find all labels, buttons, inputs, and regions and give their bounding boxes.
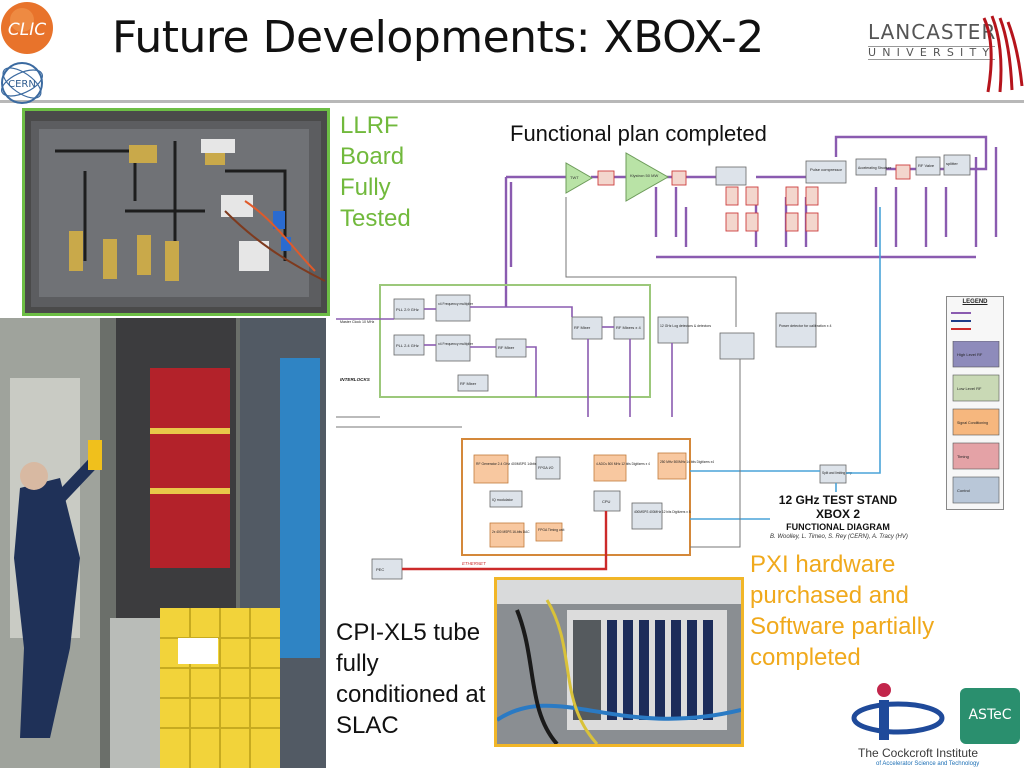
functional-diagram-title: FUNCTIONAL DIAGRAM <box>786 522 890 532</box>
pulse-compressor-label: Pulse compressor <box>810 167 843 172</box>
twt-label: TWT <box>570 175 579 180</box>
llrf-caption: LLRF Board Fully Tested <box>340 112 411 232</box>
interlocks-label: INTERLOCKS <box>340 377 371 382</box>
university-text: UNIVERSITY <box>868 46 996 60</box>
pec-label: PEC <box>376 567 384 572</box>
mixer3-label: RF Mixer <box>574 325 591 330</box>
ethernet-label: ETHERNET <box>462 561 486 566</box>
functional-diagram: TWT Klystron 50 MW Pulse compressor Acce… <box>336 127 1024 587</box>
log-detectors-label: 12 GHz Log detectors & detectors <box>660 324 711 328</box>
master-clock-label: Master Clock 10 MHz <box>340 320 375 324</box>
legend-low-level-rf: Low Level RF <box>957 386 982 391</box>
pxi-caption: PXI hardware purchased and Software part… <box>750 551 935 671</box>
astec-text: ASTeC <box>968 707 1012 723</box>
cockcroft-emblem-icon <box>851 683 945 740</box>
adc2-label: 250 MHz 500MHz 14 bits Digitizers x4 <box>660 460 714 464</box>
test-stand-title-box: 12 GHz TEST STAND XBOX 2 FUNCTIONAL DIAG… <box>770 492 908 546</box>
accelerating-structure-label: Accelerating Structure <box>858 166 891 170</box>
legend-title: LEGEND <box>962 299 988 305</box>
pll1-label: PLL 2.9 GHz <box>396 307 419 312</box>
rf-valve-label: RF Valve <box>918 163 935 168</box>
page-title: Future Developments: XBOX-2 <box>112 12 764 63</box>
klystron-label: Klystron 50 MW <box>630 173 658 178</box>
mixers4-label: RF Mixers x 4 <box>616 325 641 330</box>
fpga2-label: FPGA Timing unit <box>538 528 564 532</box>
cockcroft-institute-logo: The Cockcroft Institute of Accelerator S… <box>848 680 1008 768</box>
pll2-label: PLL 2.4 GHz <box>396 343 419 348</box>
mixer2-label: RF Mixer <box>460 381 477 386</box>
lancaster-crest-icon <box>982 15 1024 93</box>
lancaster-text: LANCASTER <box>868 20 997 44</box>
split-amp-label: Split and limiting amp <box>822 471 853 475</box>
title-divider <box>0 100 1024 103</box>
llrf-board-photo <box>22 108 330 316</box>
adc3-label: 400MSPS 400MHz 12 bits Digitizers x 8 <box>634 510 691 514</box>
legend-timing: Timing <box>957 454 969 459</box>
clic-text: CLIC <box>8 20 46 40</box>
iq-modulator-label: IQ modulator <box>492 498 514 502</box>
cockcroft-text: The Cockcroft Institute <box>858 746 979 760</box>
dac-label: 2x 400 MSPS 16-bits DAC <box>492 530 530 534</box>
lancaster-university-logo: LANCASTER UNIVERSITY <box>860 14 1024 94</box>
adc1-label: 4 ADCs 500 MHz 12 bits Digitizers x 4 <box>596 462 650 466</box>
cpu-label: CPU <box>602 499 611 504</box>
diagram-legend: LEGEND High Level RF Low Level RF Signal… <box>946 296 1004 510</box>
splitter-label: splitter <box>946 161 958 166</box>
cpi-xl5-tube-photo <box>0 318 326 768</box>
xbox2-title: XBOX 2 <box>815 507 860 521</box>
clic-logo: CLIC <box>0 0 58 58</box>
rf-generator-label: RF Generator 2.4 GHz 400MSPS 14bits <box>476 462 537 466</box>
test-stand-title: 12 GHz TEST STAND <box>778 493 898 507</box>
legend-control: Control <box>957 488 970 493</box>
legend-high-level-rf: High Level RF <box>957 352 983 357</box>
cern-logo: CERN <box>0 58 46 108</box>
cern-text: CERN <box>8 79 36 90</box>
mixer1-label: RF Mixer <box>498 345 515 350</box>
functional-plan-caption: Functional plan completed <box>510 121 767 146</box>
legend-signal-conditioning: Signal Conditioning <box>957 421 988 425</box>
cpi-caption: CPI-XL5 tube fully conditioned at SLAC <box>336 619 486 739</box>
fpga1-label: FPGA I/O <box>538 466 554 470</box>
astec-logo: ASTeC <box>960 688 1020 744</box>
mult2-label: x4 Frequency multiplier <box>438 342 474 346</box>
mult1-label: x4 Frequency multiplier <box>438 302 474 306</box>
pxi-hardware-photo <box>494 577 744 747</box>
cockcroft-subtext: of Accelerator Science and Technology <box>876 761 980 767</box>
power-detector-label: Power detector for calibration x 4 <box>779 324 832 328</box>
diagram-authors: B. Woolley, L. Timeo, S. Rey (CERN), A. … <box>770 534 908 540</box>
